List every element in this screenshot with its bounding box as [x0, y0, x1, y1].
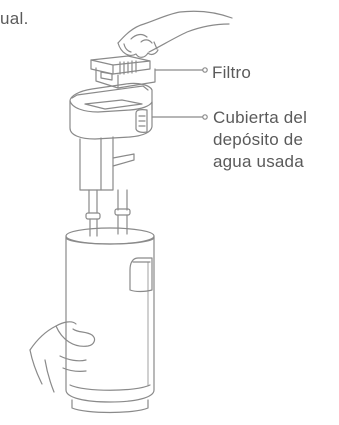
filter-label: Filtro [212, 63, 251, 82]
cover-leader-line [151, 114, 208, 120]
tank-cover-label: Cubierta del depósito de agua usada [213, 107, 339, 173]
top-hand-icon [117, 10, 233, 58]
filter-icon [90, 55, 156, 89]
tank-cover-label-line-2: depósito de [213, 130, 304, 149]
tank-cover-label-line-3: agua usada [213, 152, 304, 171]
intro-text-fragment: ual. [0, 9, 29, 28]
inner-tubes-icon [85, 189, 131, 237]
vacuum-body-icon [65, 227, 155, 414]
filter-leader-line [154, 67, 208, 73]
bottom-hand-icon [29, 321, 96, 393]
tank-cover-icon [69, 82, 153, 191]
tank-cover-label-line-1: Cubierta del [213, 108, 308, 127]
